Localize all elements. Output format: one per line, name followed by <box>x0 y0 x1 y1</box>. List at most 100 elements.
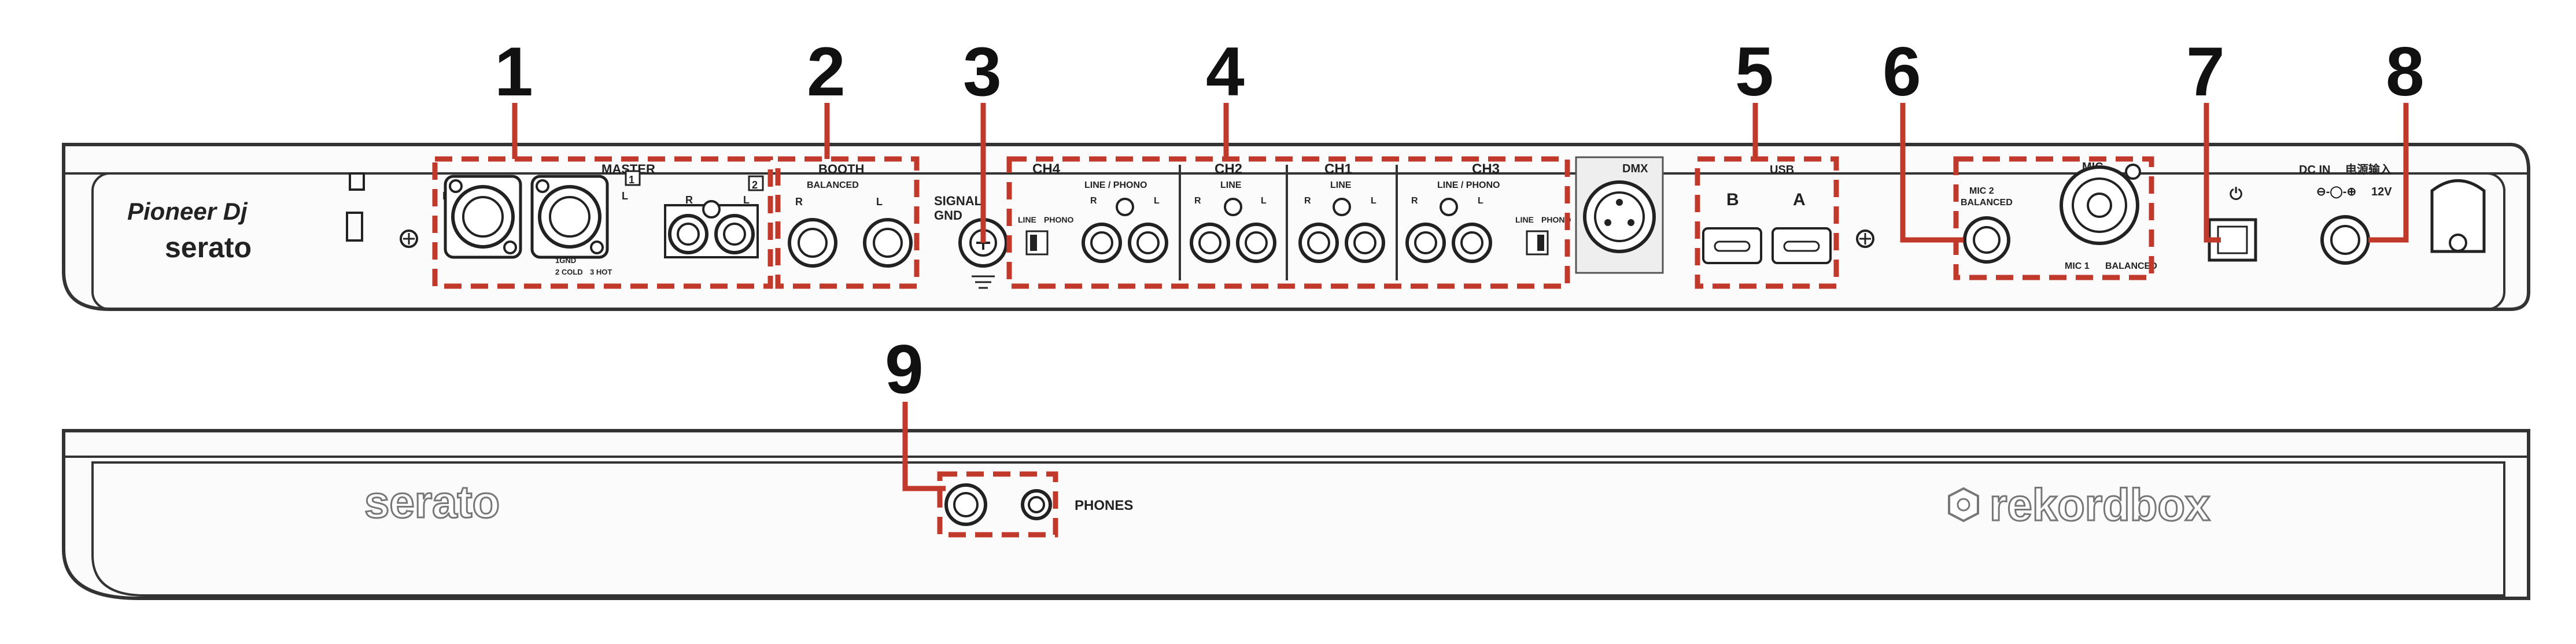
screw-icon <box>1856 230 1874 248</box>
usb-label: USB <box>1770 164 1794 176</box>
callout-7: 7 <box>2186 33 2225 110</box>
headphone-jack-small-icon <box>1021 489 1052 520</box>
front-panel: serato PHONES rekordbox <box>62 429 2530 600</box>
dmx-label: DMX <box>1622 162 1648 175</box>
channel-ch3: CH3 LINE / PHONO R L LINE PHONO <box>1405 161 1571 263</box>
dmx-port: DMX <box>1575 156 1664 274</box>
rca-l-label: L <box>743 194 750 206</box>
booth-sub-label: BALANCED <box>807 180 859 190</box>
ch3-l: L <box>1478 196 1483 206</box>
dc-in-label-cn: 电源输入 <box>2345 162 2392 176</box>
rekordbox-logo: rekordbox <box>1990 479 2210 530</box>
callout-9: 9 <box>885 331 924 408</box>
callout-3: 3 <box>963 33 1002 110</box>
polarity-icon: ⊖-◯-⊕ <box>2316 186 2356 199</box>
highlight-box-2 <box>775 156 920 289</box>
callout-5: 5 <box>1735 33 1774 110</box>
ch1-label: CH1 <box>1324 161 1352 177</box>
channel-inputs: CH4 LINE / PHONO R L LINE PHONO CH2 LINE… <box>1006 156 1571 289</box>
callout-2: 2 <box>807 33 846 110</box>
ch1-sub: LINE <box>1330 180 1352 190</box>
mic2-sub: BALANCED <box>1961 198 2013 208</box>
dc-in-label: DC IN <box>2299 164 2330 176</box>
rekordbox-logo-icon <box>1948 487 1979 523</box>
callout-1: 1 <box>494 33 533 110</box>
signal-gnd-line2: GND <box>934 208 962 223</box>
usb-c-port-icon <box>1702 227 1762 264</box>
xlr-l-label: L <box>622 190 628 202</box>
lock-icon <box>346 172 365 242</box>
ch4-switch-phono: PHONO <box>1044 215 1073 224</box>
callout-6: 6 <box>1883 33 1921 110</box>
usb-a-label: A <box>1793 190 1806 209</box>
ch4-switch-line: LINE <box>1018 215 1036 224</box>
headphone-jack-large-icon <box>944 483 987 526</box>
ch4-l: L <box>1154 196 1160 206</box>
pin2-label: 2 COLD <box>555 268 583 276</box>
rca-jack-icon <box>1405 198 1492 263</box>
ch2-r: R <box>1194 196 1201 206</box>
highlight-box-1 <box>432 156 773 289</box>
xlr-jack-icon <box>1583 180 1656 253</box>
booth-l-label: L <box>876 196 883 208</box>
rca-r-label: R <box>685 194 693 206</box>
screw-icon <box>400 230 418 248</box>
trs-jack-icon <box>788 218 837 268</box>
phones-label: PHONES <box>1075 498 1133 513</box>
xlr-combo-jack-icon <box>2060 164 2141 245</box>
callout-4: 4 <box>1206 33 1245 110</box>
trs-jack-icon <box>1963 216 2010 264</box>
ch3-r: R <box>1411 196 1418 206</box>
usb-ports: USB B A <box>1695 156 1839 289</box>
master-output: MASTER R L 1 1GND 2 COLD 3 HOT 2 R <box>432 156 773 289</box>
serato-logo-rear: serato <box>165 231 252 264</box>
dc-jack-icon <box>2320 215 2370 265</box>
callouts: 1 2 3 4 5 6 7 8 9 <box>494 33 2424 491</box>
trs-jack-icon <box>863 218 913 268</box>
ch4-sub: LINE / PHONO <box>1084 180 1147 190</box>
serato-logo-front: serato <box>364 476 500 527</box>
highlight-box-9 <box>937 471 1058 538</box>
callout-8: 8 <box>2386 33 2424 110</box>
ch3-switch-line: LINE <box>1515 215 1534 224</box>
ch1-l: L <box>1371 196 1376 206</box>
power-icon: ⏻ <box>2230 185 2242 203</box>
channel-ch1: CH1 LINE R L <box>1298 161 1385 263</box>
ch1-r: R <box>1304 196 1311 206</box>
highlight-box-4 <box>1006 156 1570 289</box>
mic-inputs: MIC MIC 2 BALANCED MIC 1 BALANCED <box>1953 156 2157 280</box>
channel-ch2: CH2 LINE R L <box>1190 161 1276 263</box>
usb-c-port-icon <box>1772 227 1832 264</box>
master-badge-1: 1 <box>629 174 634 186</box>
highlight-box-5 <box>1695 156 1839 289</box>
highlight-box-6 <box>1953 156 2154 280</box>
ch2-l: L <box>1261 196 1267 206</box>
ch3-switch-phono: PHONO <box>1541 215 1571 224</box>
ch2-label: CH2 <box>1215 161 1242 177</box>
rca-jack-icon <box>1190 198 1276 263</box>
ch2-sub: LINE <box>1220 180 1242 190</box>
rca-jack-icon <box>1298 198 1385 263</box>
pin1-label: 1GND <box>555 256 576 265</box>
signal-gnd-line1: SIGNAL <box>934 194 982 208</box>
master-badge-2: 2 <box>752 179 758 191</box>
rear-panel: Pioneer Dj serato MASTER R L <box>62 143 2530 311</box>
mic1-label: MIC 1 <box>2065 261 2090 271</box>
pioneer-logo: Pioneer Dj <box>127 198 248 225</box>
mic2-label: MIC 2 <box>1969 186 1994 196</box>
xlr-jack-icon <box>444 175 522 259</box>
cable-hook-icon <box>2430 179 2486 253</box>
rca-jack-icon <box>664 200 759 258</box>
xlr-jack-icon <box>530 175 609 259</box>
ch3-sub: LINE / PHONO <box>1437 180 1500 190</box>
ch4-r: R <box>1090 196 1097 206</box>
ch3-label: CH3 <box>1472 161 1500 177</box>
mic1-sub: BALANCED <box>2105 261 2157 271</box>
pin3-label: 3 HOT <box>590 268 612 276</box>
ch4-label: CH4 <box>1032 161 1061 177</box>
booth-r-label: R <box>795 196 803 208</box>
booth-label: BOOTH <box>818 162 864 176</box>
dc-in: DC IN 电源输入 ⊖-◯-⊕ 12V <box>2299 162 2392 265</box>
